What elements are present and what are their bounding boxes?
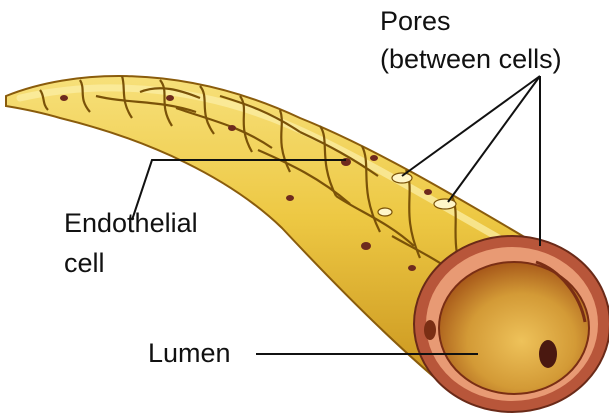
endothelial-label-line2: cell — [64, 248, 105, 278]
pores-leader-1 — [402, 76, 540, 176]
pores-label-line1: Pores — [380, 6, 451, 36]
lumen-label: Lumen — [148, 338, 231, 368]
pores-label-line2: (between cells) — [380, 44, 562, 74]
endothelial-label-line1: Endothelial — [64, 208, 198, 238]
pores-leader-2 — [448, 76, 540, 202]
